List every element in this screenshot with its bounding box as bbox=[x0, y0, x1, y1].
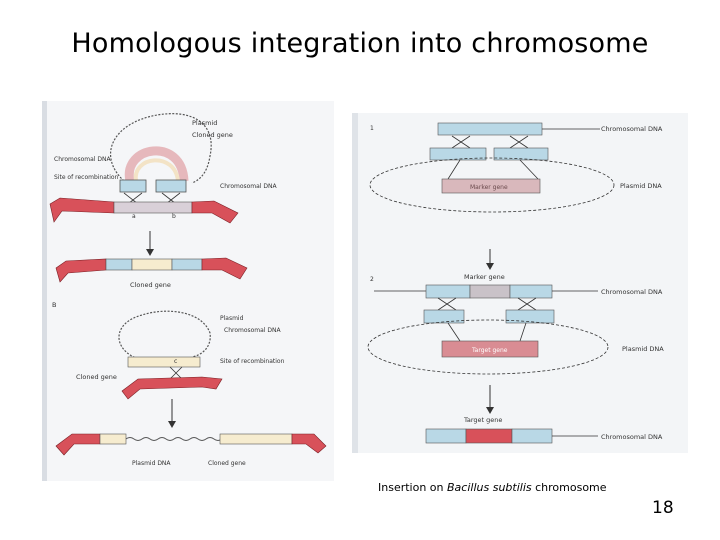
panel-2-result-target-gene bbox=[465, 428, 513, 444]
panel-2-connectors bbox=[447, 322, 527, 342]
label-marker-gene-2: Marker gene bbox=[464, 273, 505, 281]
panel-2-target-gene bbox=[441, 340, 539, 358]
label-cloned-gene-b-bottom: Cloned gene bbox=[208, 460, 246, 467]
label-chromosomal-dna-2: Chromosomal DNA bbox=[601, 288, 663, 296]
label-chromosomal-dna-a-right: Chromosomal DNA bbox=[220, 183, 278, 190]
label-plasmid-dna-b: Plasmid DNA bbox=[132, 460, 171, 467]
panel-a-arrow-head bbox=[146, 249, 154, 256]
label-chromosomal-dna-1: Chromosomal DNA bbox=[601, 125, 663, 133]
label-target-gene-2: Target gene bbox=[471, 347, 508, 354]
caption-prefix: Insertion on bbox=[378, 481, 448, 494]
panel-a-plasmid-segment-left bbox=[119, 179, 147, 193]
panel-b-result-cloned-gene-left bbox=[99, 433, 127, 445]
panel-2-result-chromosome-right bbox=[511, 428, 553, 444]
right-figure-background bbox=[352, 113, 688, 453]
panel-b-cloned-gene bbox=[127, 356, 201, 368]
panel-a-plasmid-segment-right bbox=[155, 179, 187, 193]
figure-chromosome-integration-left: Plasmid Cloned gene Chromosomal DNA Site… bbox=[42, 101, 334, 481]
panel-a-chromosome-target bbox=[113, 201, 193, 214]
panel-b-plasmid-loop bbox=[118, 310, 211, 360]
panel-1-crossover-marks bbox=[451, 135, 529, 149]
panel-2-plasmid-right bbox=[505, 309, 555, 324]
panel-1-plasmid-left bbox=[429, 147, 487, 161]
right-figure-edge-shadow bbox=[352, 113, 358, 453]
panel-a-plasmid-loop bbox=[110, 113, 212, 184]
label-plasmid-dna-2: Plasmid DNA bbox=[622, 345, 664, 353]
panel-b-crossover-mark bbox=[169, 366, 183, 380]
panel-1-marker-gene bbox=[441, 178, 541, 194]
label-chromosomal-dna-2-bottom: Chromosomal DNA bbox=[601, 433, 663, 441]
slide-title: Homologous integration into chromosome bbox=[71, 28, 649, 59]
panel-2-crossover-marks bbox=[437, 297, 537, 311]
left-figure-diagram: Plasmid Cloned gene Chromosomal DNA Site… bbox=[42, 101, 334, 481]
panel-a-result-blue-left bbox=[105, 258, 133, 271]
panel-a-cloned-gene-arc bbox=[124, 146, 189, 182]
label-cloned-gene-a: Cloned gene bbox=[192, 131, 233, 139]
panel-2-plasmid-ellipse bbox=[367, 319, 609, 375]
label-marker-gene-1: Marker gene bbox=[470, 184, 508, 191]
label-target-gene-2-bottom: Target gene bbox=[463, 416, 502, 424]
panel-b-marker: B bbox=[52, 301, 56, 309]
panel-b-result-cloned-gene-right bbox=[219, 433, 293, 445]
caption-suffix: chromosome bbox=[531, 481, 607, 494]
page-number: 18 bbox=[652, 498, 674, 518]
panel-1-marker: 1 bbox=[370, 125, 374, 132]
panel-2-chromosome-right bbox=[509, 284, 553, 299]
label-plasmid-dna-1: Plasmid DNA bbox=[620, 182, 662, 190]
panel-b-chromosome bbox=[121, 376, 223, 400]
panel-a-crossover-marks bbox=[123, 192, 181, 208]
label-c: c bbox=[174, 358, 177, 365]
panel-1-connectors bbox=[447, 159, 539, 180]
figure-caption: Insertion on Bacillus subtilis chromosom… bbox=[378, 481, 607, 494]
panel-a-result-chromosome-right bbox=[201, 257, 248, 280]
panel-a-result-blue-right bbox=[171, 258, 203, 271]
panel-b-result-chromosome-right bbox=[291, 433, 327, 454]
panel-1-plasmid-right bbox=[493, 147, 549, 161]
panel-a-result-cloned-gene bbox=[131, 258, 173, 271]
panel-2-arrow-head bbox=[486, 407, 494, 414]
caption-species: Bacillus subtilis bbox=[447, 481, 532, 494]
label-chromosomal-dna-a-left: Chromosomal DNA bbox=[54, 156, 112, 163]
label-site-recombination-a: Site of recombination bbox=[54, 174, 119, 181]
panel-2-chromosome-left bbox=[425, 284, 471, 299]
panel-2-marker: 2 bbox=[370, 276, 374, 283]
label-cloned-gene-a-bottom: Cloned gene bbox=[130, 281, 171, 289]
panel-1-arrow-head bbox=[486, 263, 494, 270]
panel-a-chromosome-right bbox=[191, 200, 239, 224]
panel-1-chromosome-bar bbox=[437, 122, 543, 136]
label-b: b bbox=[172, 213, 176, 220]
label-a: a bbox=[132, 213, 136, 220]
figure-chromosome-integration-right: 1 Chromosomal DNA Marker gene Plasmid DN… bbox=[352, 113, 688, 453]
panel-2-result-chromosome-left bbox=[425, 428, 467, 444]
label-site-recombination-b: Site of recombination bbox=[220, 358, 285, 365]
left-figure-background bbox=[42, 101, 334, 481]
panel-a-cloned-gene-arc-inner bbox=[133, 158, 180, 182]
panel-2-marker-gene-block bbox=[469, 284, 511, 299]
panel-2-plasmid-left bbox=[423, 309, 465, 324]
label-chromosomal-dna-b: Chromosomal DNA bbox=[224, 327, 282, 334]
left-figure-edge-shadow bbox=[42, 101, 47, 481]
right-figure-diagram: 1 Chromosomal DNA Marker gene Plasmid DN… bbox=[352, 113, 688, 453]
panel-b-arrow-head bbox=[168, 421, 176, 428]
label-plasmid-a: Plasmid bbox=[192, 119, 217, 127]
panel-1-plasmid-ellipse bbox=[369, 157, 615, 213]
label-cloned-gene-b: Cloned gene bbox=[76, 373, 117, 381]
label-plasmid-b: Plasmid bbox=[220, 315, 244, 322]
